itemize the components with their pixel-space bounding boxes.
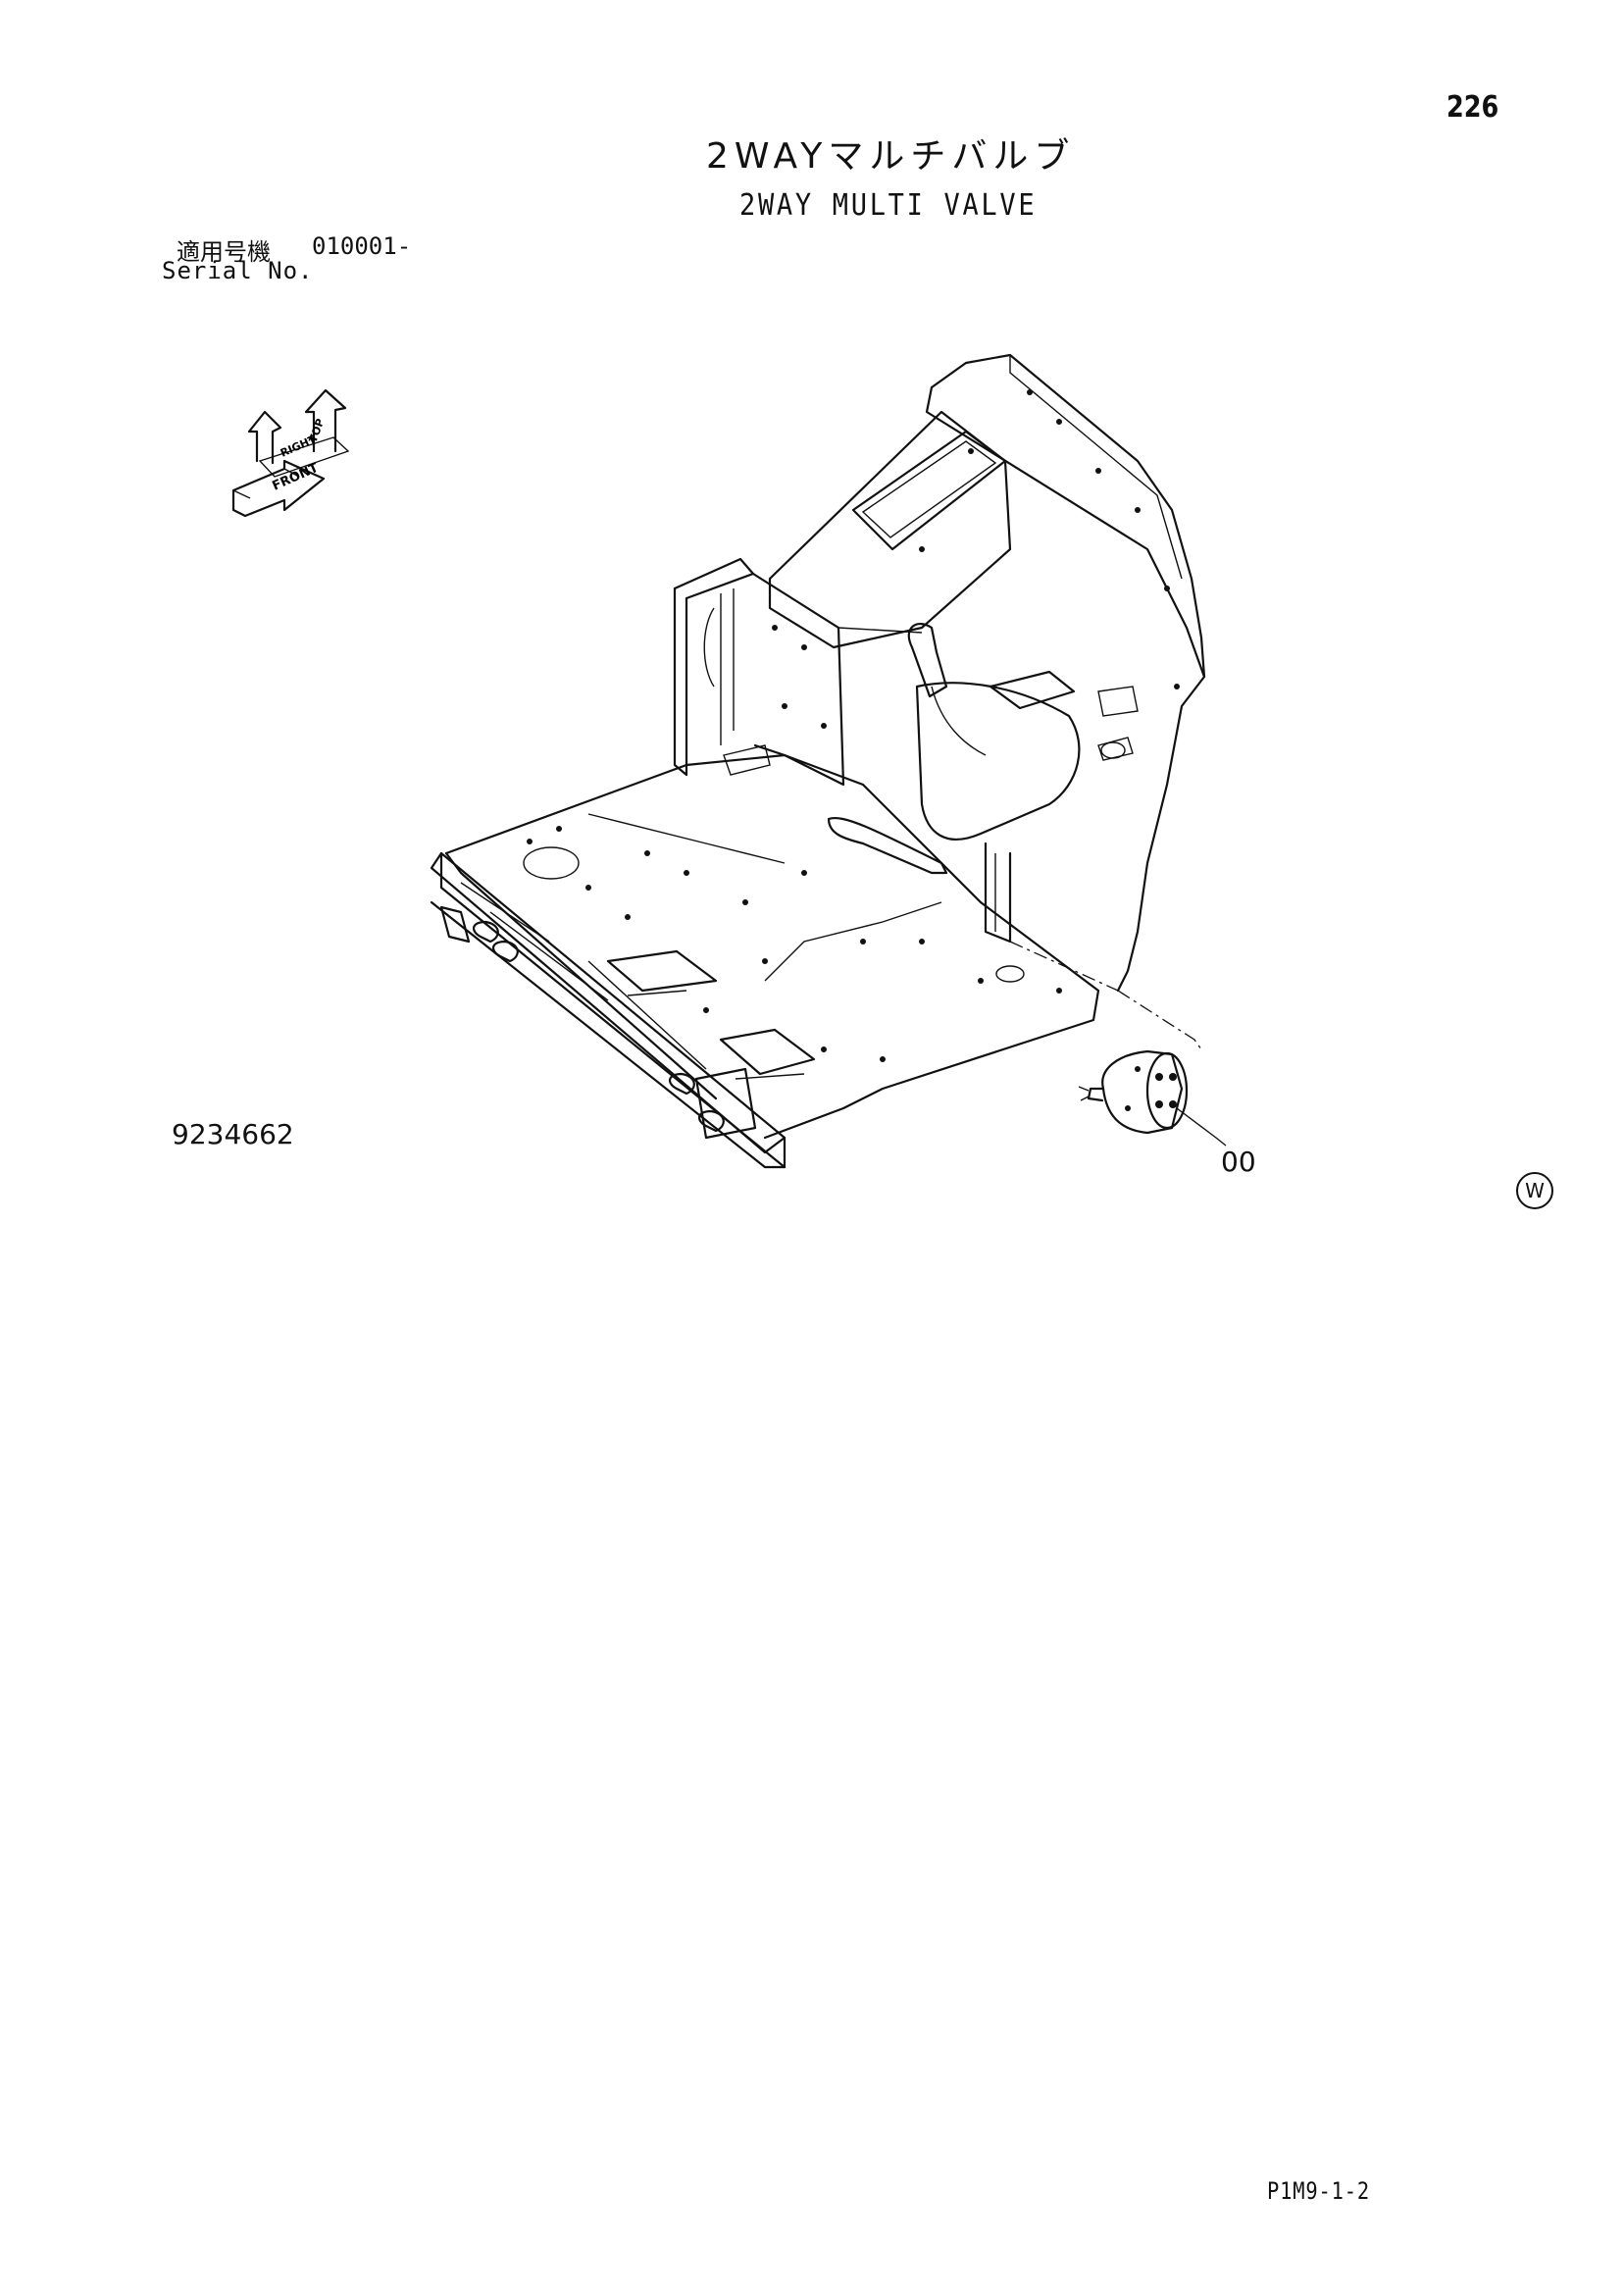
serial-number-value: 010001- xyxy=(312,232,412,260)
orientation-compass-icon: FRONT RIGHT TOP xyxy=(231,388,350,518)
page-title-japanese: 2WAYマルチバルブ xyxy=(706,136,1076,177)
revision-circle-mark: W xyxy=(1516,1172,1553,1209)
drawing-number: 9234662 xyxy=(172,1118,294,1150)
page-code: P1M9-1-2 xyxy=(1267,2177,1371,2205)
page-number: 226 xyxy=(1446,90,1499,125)
cab-frame-drawing xyxy=(430,353,1206,1169)
multi-valve-part-drawing xyxy=(1078,1049,1227,1147)
serial-label-japanese: 適用号機 xyxy=(177,238,271,266)
serial-label-english: Serial No. xyxy=(162,257,314,284)
page-title-english: 2WAY MULTI VALVE xyxy=(739,188,1038,223)
part-callout-label: 00 xyxy=(1221,1146,1256,1178)
